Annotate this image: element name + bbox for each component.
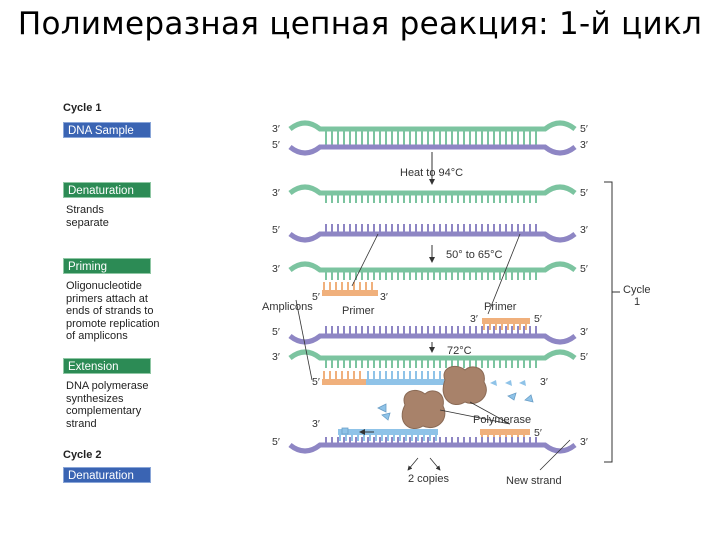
primer-label: Primer bbox=[484, 301, 517, 313]
primer-pointer bbox=[487, 233, 521, 315]
denaturation-description: Strands separate bbox=[66, 204, 109, 229]
priming-description: Oligonucleotide primers attach at ends o… bbox=[66, 280, 160, 343]
primer-right-bar bbox=[482, 318, 530, 324]
strand-end-label: 5′ bbox=[580, 187, 588, 199]
free-nucleotides bbox=[507, 392, 534, 403]
desc-line: synthesizes bbox=[66, 392, 124, 405]
strand-end-label: 3′ bbox=[580, 139, 588, 151]
strand-end-label: 5′ bbox=[272, 326, 280, 338]
desc-line: separate bbox=[66, 216, 109, 229]
strand-end-label: 5′ bbox=[272, 436, 280, 448]
strand-end-label: 3′ bbox=[580, 436, 588, 448]
strand-end-label: 3′ bbox=[272, 351, 280, 363]
separated-green-strand bbox=[288, 184, 577, 203]
polymerase-enzyme bbox=[442, 365, 487, 405]
strand-end-label: 5′ bbox=[580, 123, 588, 135]
strand-end-label: 5′ bbox=[312, 291, 320, 303]
polymerase-label: Polymerase bbox=[473, 414, 531, 426]
strand-end-label: 5′ bbox=[580, 351, 588, 363]
cycle-bracket-label: 1 bbox=[634, 296, 640, 308]
extending-purple-strand bbox=[288, 429, 577, 454]
free-nucleotides bbox=[341, 403, 391, 435]
denaturation-label: Denaturation bbox=[63, 182, 151, 198]
desc-line: promote replication bbox=[66, 317, 160, 330]
copies-label: 2 copies bbox=[408, 473, 449, 485]
polymerase-pointer bbox=[469, 401, 511, 425]
strand-end-label: 5′ bbox=[312, 376, 320, 388]
strand-end-label: 3′ bbox=[272, 187, 280, 199]
strand-end-label: 3′ bbox=[580, 326, 588, 338]
copy-arrow bbox=[429, 457, 441, 471]
slide-title: Полимеразная цепная реакция: 1-й цикл bbox=[17, 6, 703, 42]
separated-purple-strand bbox=[288, 224, 577, 243]
desc-line: of amplicons bbox=[66, 330, 128, 342]
denaturation-2-label: Denaturation bbox=[63, 467, 151, 483]
new-strand-label: New strand bbox=[506, 475, 562, 487]
primer-bar bbox=[480, 429, 530, 435]
new-strand-bar bbox=[338, 429, 438, 435]
nucleotide-arrows bbox=[490, 380, 526, 386]
dna-sample-label: DNA Sample bbox=[63, 122, 151, 138]
primer-bar bbox=[322, 379, 366, 385]
desc-line: DNA polymerase bbox=[66, 380, 149, 392]
desc-line: complementary bbox=[66, 405, 142, 417]
primed-purple-strand bbox=[288, 318, 577, 345]
strand-end-label: 5′ bbox=[534, 313, 542, 325]
cool-step-label: 50° to 65°C bbox=[446, 249, 503, 261]
priming-label: Priming bbox=[63, 258, 151, 274]
desc-line: strand bbox=[66, 417, 97, 430]
strand-end-label: 3′ bbox=[470, 313, 478, 325]
extend-step-label: 72°C bbox=[447, 345, 472, 357]
cycle-1-heading: Cycle 1 bbox=[63, 102, 102, 114]
cycle-2-heading: Cycle 2 bbox=[63, 449, 102, 461]
strand-end-label: 5′ bbox=[272, 224, 280, 236]
amplicons-pointer bbox=[295, 299, 313, 381]
primer-pointer bbox=[351, 233, 379, 287]
new-strand-bar bbox=[366, 379, 450, 385]
strand-end-label: 5′ bbox=[534, 427, 542, 439]
desc-line: Strands bbox=[66, 204, 104, 216]
copy-arrow bbox=[407, 457, 419, 471]
strand-end-label: 5′ bbox=[272, 139, 280, 151]
strand-end-label: 3′ bbox=[540, 376, 548, 388]
desc-line: ends of strands to bbox=[66, 305, 154, 317]
new-strand-pointer bbox=[539, 439, 571, 471]
strand-end-label: 3′ bbox=[380, 291, 388, 303]
cycle-bracket bbox=[604, 181, 613, 463]
polymerase-pointer bbox=[439, 409, 511, 425]
polymerase-enzyme bbox=[401, 390, 446, 429]
desc-line: primers attach at bbox=[66, 292, 148, 305]
primer-left-bar bbox=[322, 290, 378, 296]
extension-description: DNA polymerase synthesizes complementary… bbox=[66, 380, 149, 430]
primed-green-strand bbox=[288, 261, 577, 296]
strand-end-label: 5′ bbox=[580, 263, 588, 275]
primer-label: Primer bbox=[342, 305, 375, 317]
cycle-bracket-label: Cycle bbox=[623, 284, 651, 296]
strand-end-label: 3′ bbox=[272, 123, 280, 135]
dna-sample-double-strand bbox=[288, 120, 577, 156]
extending-green-strand bbox=[288, 349, 577, 385]
strand-end-label: 3′ bbox=[580, 224, 588, 236]
strand-end-label: 3′ bbox=[312, 418, 320, 430]
desc-line: Oligonucleotide bbox=[66, 280, 142, 292]
heat-step-label: Heat to 94°C bbox=[400, 167, 463, 179]
amplicons-label: Amplicons bbox=[262, 301, 313, 313]
strand-end-label: 3′ bbox=[272, 263, 280, 275]
extension-label: Extension bbox=[63, 358, 151, 374]
